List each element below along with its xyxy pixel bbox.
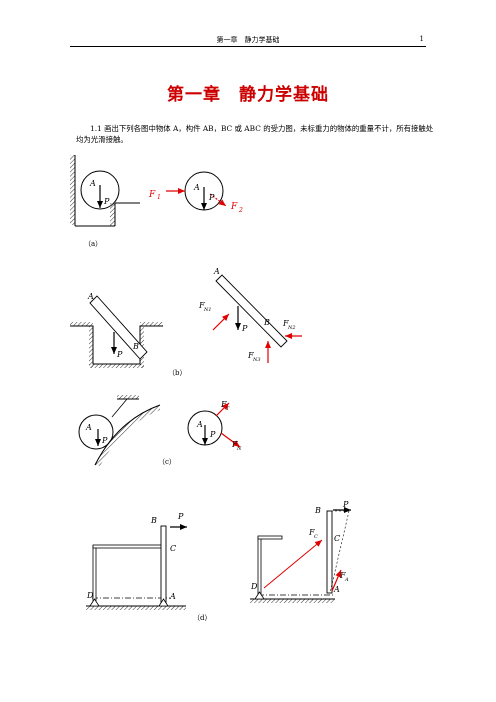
page-header: 第一章 静力学基础 1 xyxy=(70,34,426,47)
label-FA: F xyxy=(339,571,346,580)
figure-a-original: A P xyxy=(70,155,140,227)
label-P: P xyxy=(209,430,216,439)
figure-b-original: A P B xyxy=(70,292,163,368)
problem-statement: 1.1 画出下列各图中物体 A，构件 AB，BC 或 ABC 的受力图，未标重力… xyxy=(76,124,434,144)
label-FN1: F xyxy=(198,301,205,310)
figure-c-original: A P xyxy=(78,395,161,466)
label-F2: F xyxy=(230,202,238,212)
label-FN-sub: N xyxy=(236,446,242,452)
label-FN3: F xyxy=(247,351,254,360)
label-D: D xyxy=(250,582,258,591)
label-F2-sub: 2 xyxy=(238,207,243,214)
label-A: A xyxy=(213,267,220,276)
label-FN2-sub: N2 xyxy=(287,325,296,331)
label-A: A xyxy=(169,592,176,601)
label-A: A xyxy=(196,420,203,429)
label-FN1-sub: N1 xyxy=(203,307,212,313)
label-P: P xyxy=(208,193,215,202)
label-P: P xyxy=(101,436,108,445)
label-B: B xyxy=(150,516,157,525)
chapter-title: 第一章 静力学基础 xyxy=(167,85,329,105)
page-number: 1 xyxy=(419,35,424,43)
label-P: P xyxy=(241,324,248,333)
label-P: P xyxy=(103,197,110,206)
figure-c-fbd: A P F T F N xyxy=(187,400,242,452)
label-FN3-sub: N3 xyxy=(252,357,261,363)
label-A: A xyxy=(333,585,340,594)
figure-d-original: B P C D A xyxy=(86,512,187,610)
label-P: P xyxy=(116,350,123,359)
label-A: A xyxy=(193,183,200,192)
label-A: A xyxy=(87,292,94,301)
label-P: P xyxy=(342,500,349,509)
figure-label-a: （a） xyxy=(84,240,103,248)
label-FT: F xyxy=(220,400,227,409)
label-A: A xyxy=(89,179,96,188)
label-B: B xyxy=(263,318,270,327)
figure-b-fbd: A P B F N1 F N2 F N3 xyxy=(198,267,302,363)
figure-label-d: （d） xyxy=(193,614,212,622)
label-A: A xyxy=(85,423,92,432)
label-FC: F xyxy=(308,528,315,537)
figure-a-fbd: A P F 1 F 2 xyxy=(148,171,243,214)
figure-d-fbd: B P C D A F C F A xyxy=(250,500,351,603)
label-C: C xyxy=(334,534,340,543)
label-P: P xyxy=(177,512,184,521)
label-FC-sub: C xyxy=(314,534,318,540)
label-FN2: F xyxy=(282,319,289,328)
label-B: B xyxy=(132,342,139,351)
figure-label-b: （b） xyxy=(168,369,187,377)
label-FT-sub: T xyxy=(226,406,230,412)
label-D: D xyxy=(86,591,94,600)
label-F1-sub: 1 xyxy=(157,194,161,201)
label-F1: F xyxy=(148,190,156,200)
label-C: C xyxy=(170,544,176,553)
header-title: 第一章 静力学基础 xyxy=(216,36,280,44)
figure-label-c: （c） xyxy=(158,458,176,466)
label-FN: F xyxy=(231,440,238,449)
label-B: B xyxy=(314,506,321,515)
label-FA-sub: A xyxy=(344,577,349,583)
